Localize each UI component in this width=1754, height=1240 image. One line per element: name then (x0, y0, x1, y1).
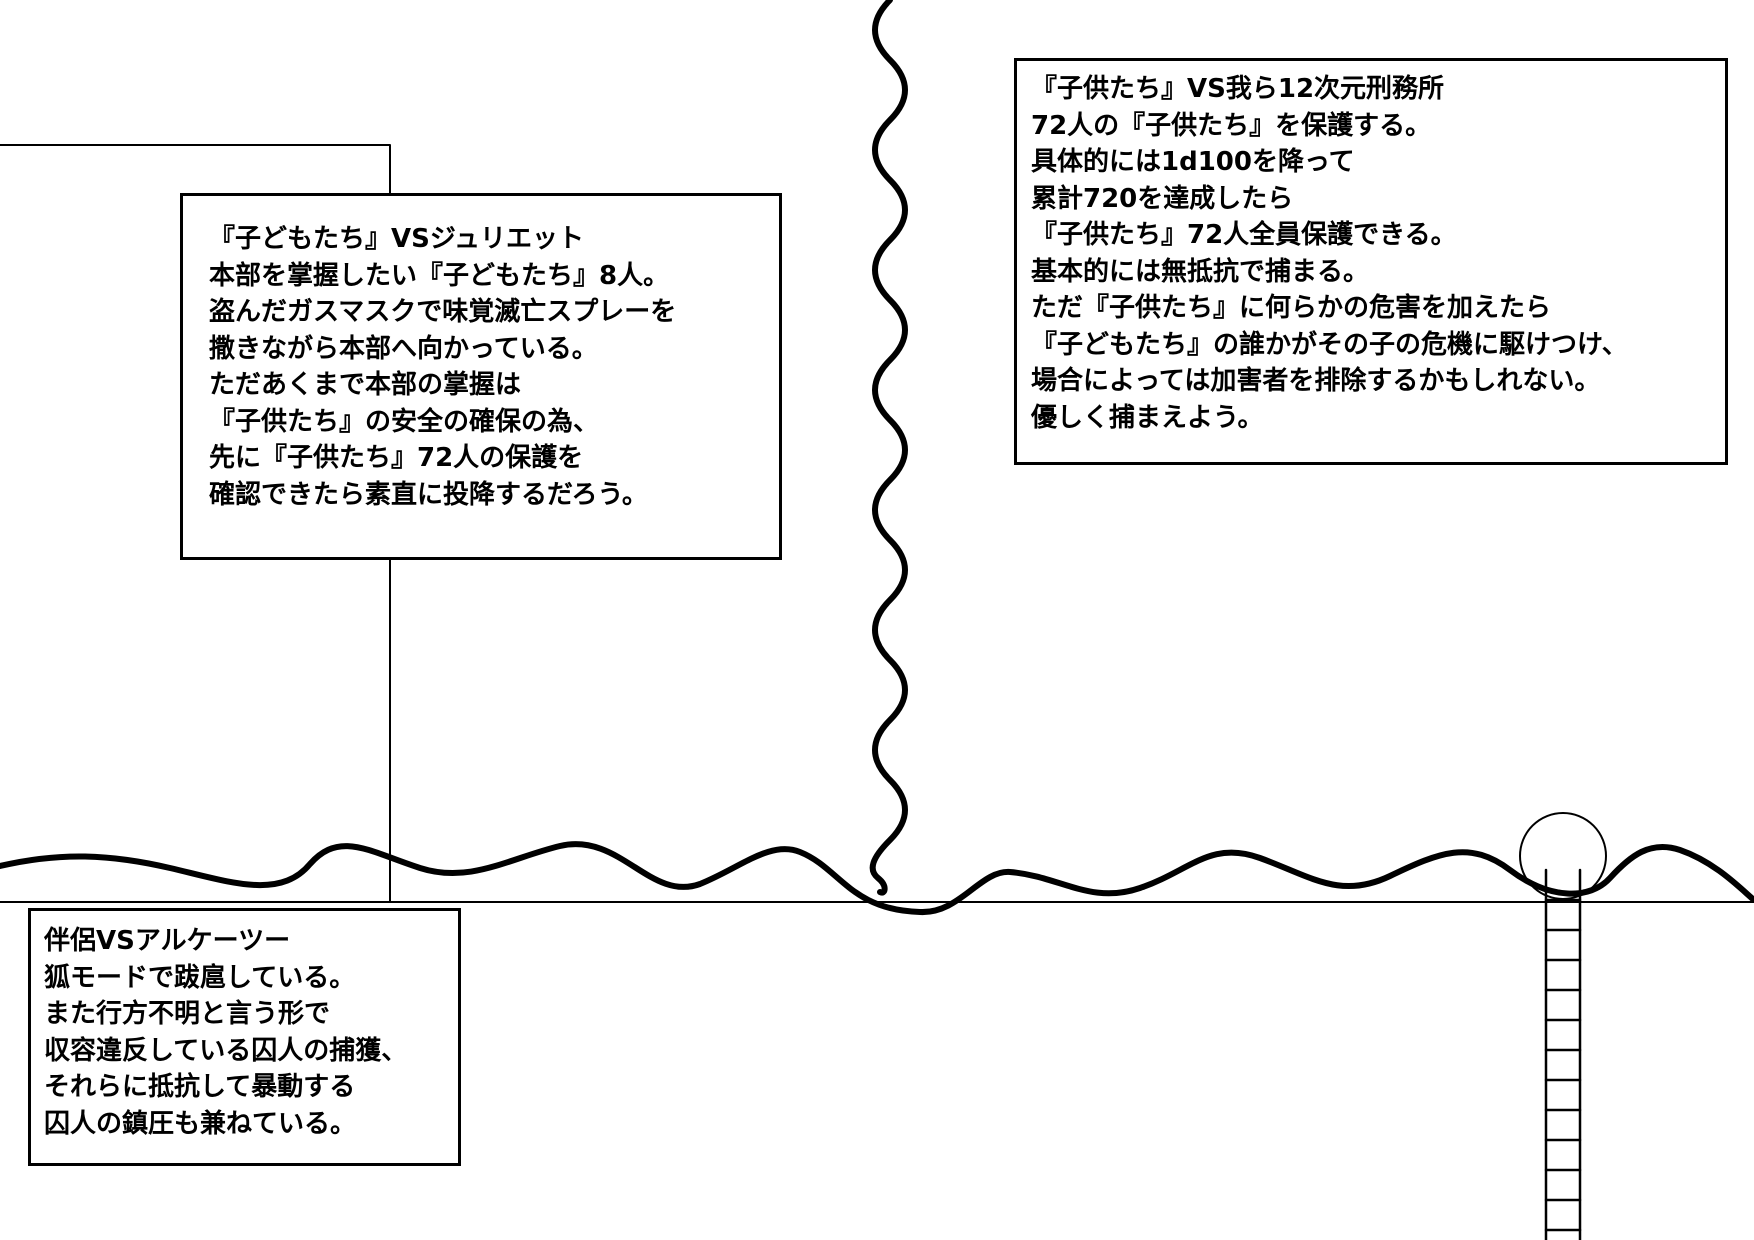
note-line: 優しく捕まえよう。 (1031, 402, 1264, 433)
note-line: 確認できたら素直に投降するだろう。 (209, 479, 648, 510)
circle-marker (1519, 812, 1607, 900)
note-line: 狐モードで跋扈している。 (44, 962, 356, 993)
note-line: ただ『子供たち』に何らかの危害を加えたら (1031, 293, 1552, 323)
note-partner: 伴侶VSアルケーツー 狐モードで跋扈している。 また行方不明と言う形で 収容違反… (28, 908, 461, 1166)
note-line: 場合によっては加害者を排除するかもしれない。 (1031, 366, 1601, 396)
note-juliet: 『子どもたち』VSジュリエット 本部を掌握したい『子どもたち』8人。 盗んだガス… (180, 193, 782, 560)
note-line: 『子供たち』の安全の確保の為、 (209, 406, 600, 437)
note-line: 『子どもたち』の誰かがその子の危機に駆けつけ、 (1031, 329, 1628, 360)
note-line: 先に『子供たち』72人の保護を (209, 443, 584, 473)
note-prison: 『子供たち』VS我ら12次元刑務所 72人の『子供たち』を保護する。 具体的には… (1014, 58, 1728, 465)
note-line: 『子どもたち』VSジュリエット (209, 224, 585, 254)
vertical-wavy-line (869, 0, 908, 896)
note-line: 囚人の鎮圧も兼ねている。 (44, 1108, 357, 1139)
note-line: 盗んだガスマスクで味覚滅亡スプレーを (209, 297, 677, 327)
note-line: 72人の『子供たち』を保護する。 (1031, 110, 1432, 141)
note-line: 『子供たち』72人全員保護できる。 (1031, 220, 1457, 250)
note-line: 具体的には1d100を降って (1031, 147, 1355, 177)
note-line: 伴侶VSアルケーツー (44, 926, 291, 956)
note-line: ただあくまで本部の掌握は (209, 370, 522, 400)
horizontal-wavy-line (0, 841, 1754, 916)
note-line: 基本的には無抵抗で捕まる。 (1031, 256, 1370, 287)
note-line: 『子供たち』VS我ら12次元刑務所 (1031, 74, 1445, 104)
note-line: 撒きながら本部へ向かっている。 (209, 333, 598, 364)
note-line: それらに抵抗して暴動する (44, 1072, 356, 1102)
note-line: また行方不明と言う形で (44, 999, 331, 1029)
building-outline (0, 144, 391, 903)
note-line: 収容違反している囚人の捕獲、 (44, 1035, 408, 1066)
ladder (1544, 868, 1582, 1240)
note-line: 累計720を達成したら (1031, 183, 1294, 214)
note-line: 本部を掌握したい『子どもたち』8人。 (209, 260, 670, 291)
